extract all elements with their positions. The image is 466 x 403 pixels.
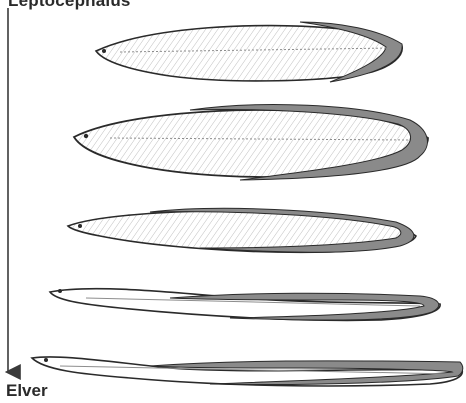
elver-label: Elver [6,381,48,401]
larva-stage-5-elver [32,357,463,386]
larva-stage-4 [50,289,440,321]
larva-stage-2 [74,105,428,180]
larva-stage-1 [96,22,402,82]
larva-stage-3 [68,208,416,252]
